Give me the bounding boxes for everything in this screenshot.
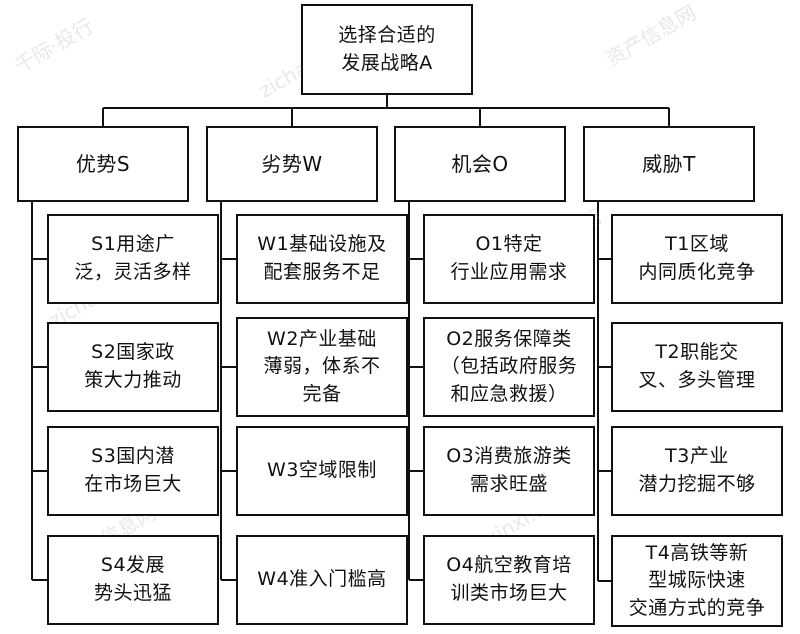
item-o1: O1特定 行业应用需求 bbox=[423, 214, 595, 304]
item-o3: O3消费旅游类 需求旺盛 bbox=[423, 426, 595, 516]
item-s4: S4发展 势头迅猛 bbox=[47, 535, 219, 625]
item-o2: O2服务保障类 （包括政府服务 和应急救援） bbox=[423, 317, 595, 417]
item-t3: T3产业 潜力挖掘不够 bbox=[611, 426, 783, 516]
category-threats: 威胁T bbox=[583, 126, 755, 202]
item-s1: S1用途广 泛，灵活多样 bbox=[47, 214, 219, 304]
category-weaknesses: 劣势W bbox=[206, 126, 378, 202]
item-w4: W4准入门槛高 bbox=[236, 535, 408, 625]
item-s3: S3国内潜 在市场巨大 bbox=[47, 426, 219, 516]
item-w1: W1基础设施及 配套服务不足 bbox=[236, 214, 408, 304]
item-t1: T1区域 内同质化竞争 bbox=[611, 214, 783, 304]
item-s2: S2国家政 策大力推动 bbox=[47, 322, 219, 412]
item-t2: T2职能交 叉、多头管理 bbox=[611, 322, 783, 412]
category-opportunities: 机会O bbox=[394, 126, 566, 202]
item-w2: W2产业基础 薄弱，体系不 完备 bbox=[236, 317, 408, 417]
item-w3: W3空域限制 bbox=[236, 426, 408, 516]
item-o4: O4航空教育培 训类市场巨大 bbox=[423, 535, 595, 625]
root-node: 选择合适的 发展战略A bbox=[301, 4, 473, 95]
category-strengths: 优势S bbox=[17, 126, 189, 202]
item-t4: T4高铁等新 型城际快速 交通方式的竞争 bbox=[611, 535, 783, 627]
